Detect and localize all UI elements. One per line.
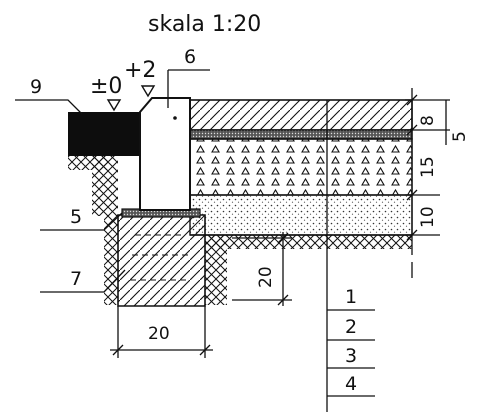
- leader-6: [167, 69, 210, 108]
- legend-item-3: 3: [345, 345, 358, 367]
- curb-stone: [139, 97, 191, 211]
- dimension-20-vertical-label: 20: [256, 266, 276, 288]
- leader-5: [40, 212, 123, 231]
- ground-left-top: [68, 156, 108, 170]
- level-zero-triangle: [106, 99, 122, 112]
- scale-title: skala 1:20: [148, 12, 262, 37]
- label-6: 6: [184, 46, 197, 68]
- level-zero-label: ±0: [90, 74, 123, 99]
- dimension-20-horizontal-label: 20: [148, 324, 170, 344]
- level-plus-label: +2: [124, 58, 157, 83]
- axis-legend: [326, 100, 375, 412]
- dimension-10: 10: [418, 206, 438, 228]
- dimension-5: 5: [450, 131, 470, 142]
- curb-foundation: [104, 208, 227, 307]
- legend-item-2: 2: [345, 316, 358, 338]
- layer-3-aggregate: [189, 138, 413, 196]
- level-markers: [106, 85, 156, 112]
- dimension-chain-right: [405, 88, 450, 278]
- label-5: 5: [70, 206, 83, 228]
- label-7: 7: [70, 268, 83, 290]
- dimension-20-vertical: [232, 232, 292, 306]
- legend-item-4: 4: [345, 373, 358, 395]
- layer-2-bedding: [189, 129, 413, 140]
- dimension-20-horizontal: [110, 306, 213, 358]
- dimension-8: 8: [418, 115, 438, 126]
- label-9: 9: [30, 76, 43, 98]
- dimension-15: 15: [418, 156, 438, 178]
- layer-4-sand: [189, 194, 413, 236]
- asphalt-layer: [68, 112, 140, 156]
- layer-1-paving: [189, 99, 413, 131]
- legend-item-1: 1: [345, 286, 358, 308]
- leader-7: [40, 269, 126, 293]
- leader-lines: [15, 69, 210, 293]
- pavement-layers: [189, 99, 413, 249]
- leader-9: [15, 99, 83, 115]
- level-plus-triangle: [140, 85, 156, 98]
- asphalt-left: [68, 112, 140, 216]
- ground-right: [205, 235, 412, 249]
